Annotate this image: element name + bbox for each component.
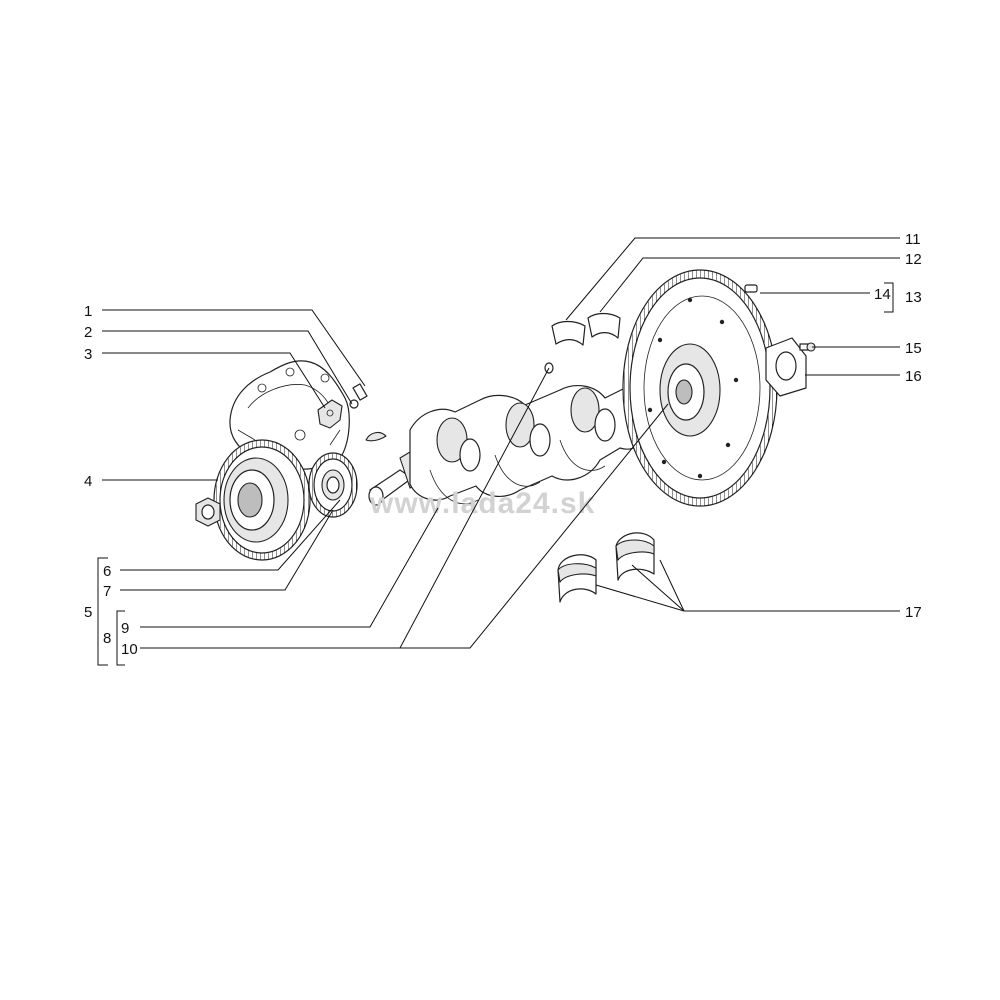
callout-17: 17	[905, 604, 922, 621]
woodruff-key	[365, 431, 387, 442]
callout-16: 16	[905, 368, 922, 385]
dowel-pin	[744, 284, 758, 293]
callout-6: 6	[103, 563, 111, 580]
leader-lines	[97, 237, 900, 666]
crank-sprocket	[308, 452, 358, 518]
callout-11: 11	[905, 231, 921, 248]
callout-7: 7	[103, 583, 111, 600]
pulley-nut	[195, 497, 221, 527]
callout-14: 14	[874, 286, 891, 303]
flywheel	[622, 269, 778, 507]
callout-4: 4	[84, 473, 92, 490]
callout-1: 1	[84, 303, 92, 320]
callout-9: 9	[121, 620, 129, 637]
bearing-shells	[557, 532, 655, 603]
watermark: www.lada24.sk	[369, 487, 595, 520]
callout-3: 3	[84, 346, 92, 363]
callout-2: 2	[84, 324, 92, 341]
callout-12: 12	[905, 251, 922, 268]
callout-8: 8	[103, 630, 111, 647]
bolt-small	[349, 383, 368, 409]
callout-13: 13	[905, 289, 922, 306]
flywheel-washer-plate	[765, 337, 807, 397]
thrust-washers	[551, 312, 621, 346]
crank-pulley	[213, 439, 311, 561]
callout-15: 15	[905, 340, 922, 357]
callout-10: 10	[121, 641, 138, 658]
callout-5: 5	[84, 604, 92, 621]
